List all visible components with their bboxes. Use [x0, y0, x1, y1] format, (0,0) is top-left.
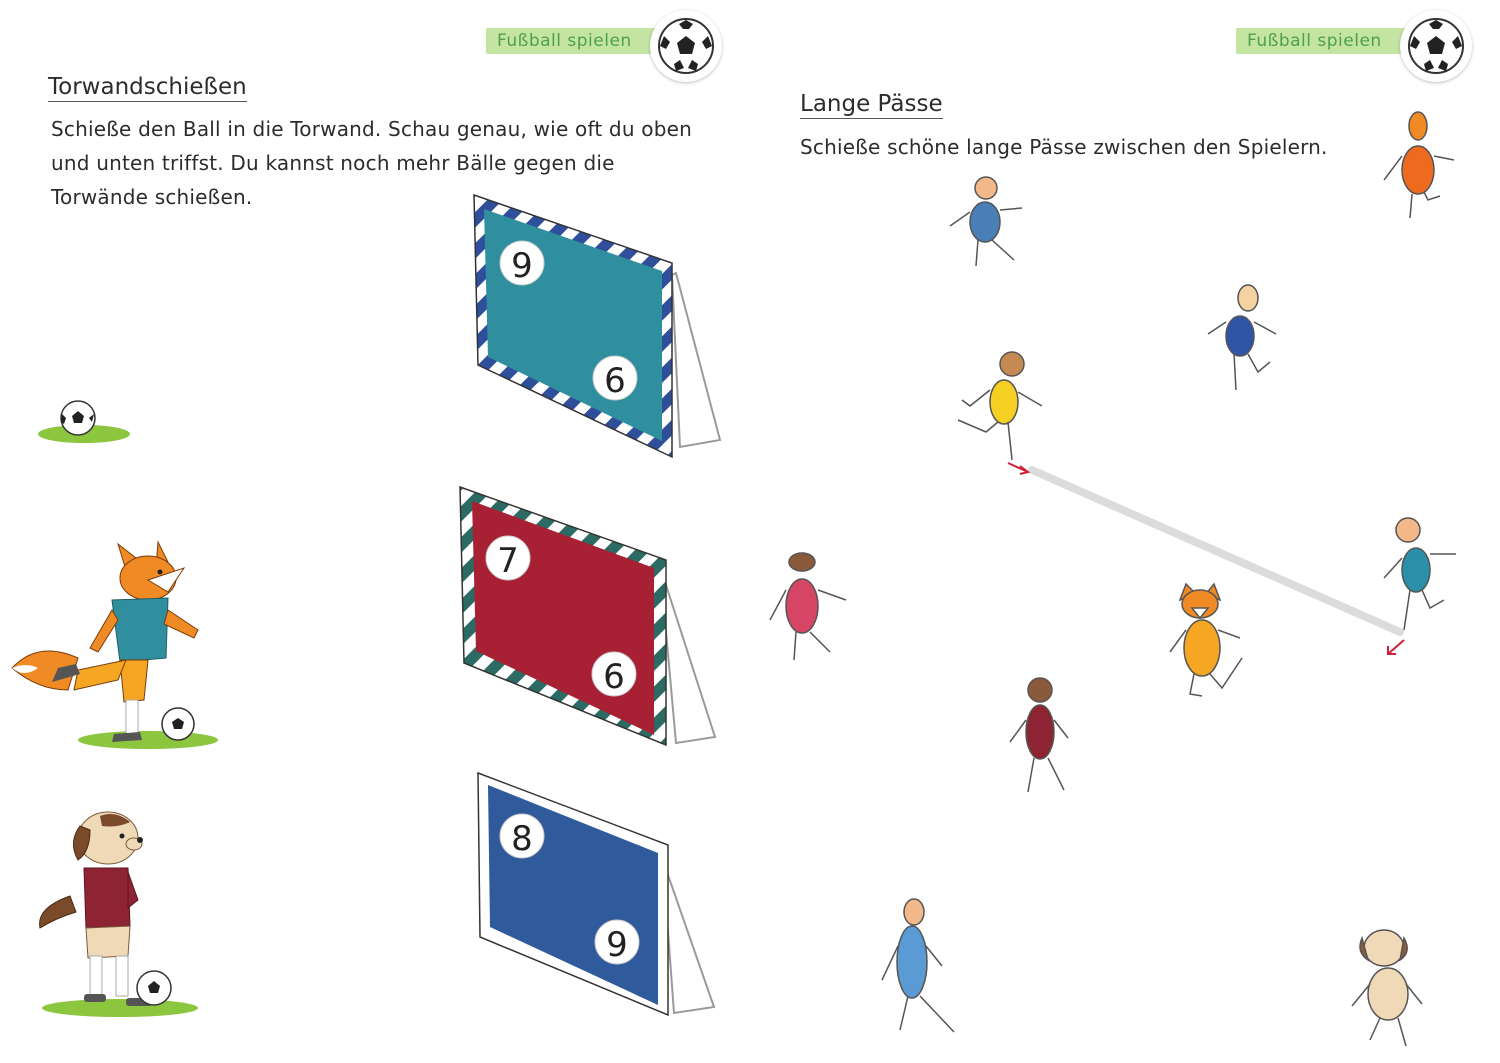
- soccer-ball-icon: [650, 10, 722, 82]
- player-pink: [769, 552, 847, 661]
- pass-line: [1028, 466, 1404, 636]
- player-maroon: [1009, 677, 1069, 793]
- player-blue: [949, 176, 1023, 267]
- player-teal: [1383, 517, 1456, 631]
- goal-3-bottom-score: 9: [606, 925, 628, 965]
- soccer-ball-icon: [1400, 10, 1472, 82]
- right-page: Fußball spielen Lange Pässe Schieße schö…: [750, 0, 1500, 1063]
- goal-wall-3: 8 9: [477, 771, 716, 1017]
- player-light-blue: [881, 898, 955, 1033]
- page-title: Torwandschießen: [48, 74, 247, 102]
- player-dog: [1351, 929, 1423, 1047]
- page-title: Lange Pässe: [800, 91, 943, 119]
- pass-arrow-start-icon: [1007, 462, 1031, 475]
- fox-player: [11, 540, 218, 749]
- player-dark-blue: [1207, 284, 1277, 391]
- instruction-text: Schieße den Ball in die Torwand. Schau g…: [51, 117, 692, 209]
- left-page: Fußball spielen Torwandschießen Schieße …: [11, 10, 722, 1017]
- category-tag-label: Fußball spielen: [497, 31, 632, 51]
- player-yellow: [957, 351, 1043, 461]
- goal-wall-2: 7 6: [459, 485, 717, 747]
- category-tag-label: Fußball spielen: [1247, 31, 1382, 51]
- soccer-ball-icon[interactable]: [36, 398, 132, 448]
- dog-player: [39, 811, 198, 1017]
- instruction-text: Schieße schöne lange Pässe zwischen den …: [800, 135, 1328, 159]
- goal-2-top-score: 7: [497, 541, 519, 581]
- pass-arrow-end-icon: [1387, 639, 1405, 655]
- goal-wall-1: 9 6: [473, 193, 722, 459]
- goal-1-top-score: 9: [511, 246, 533, 286]
- goal-3-top-score: 8: [511, 819, 533, 859]
- player-fox: [1169, 582, 1243, 697]
- goal-2-bottom-score: 6: [603, 657, 625, 697]
- goal-1-bottom-score: 6: [604, 361, 626, 401]
- goal-walls: 9 6 7 6 8 9: [459, 193, 722, 1017]
- passing-field: [769, 111, 1456, 1047]
- player-orange: [1383, 111, 1455, 219]
